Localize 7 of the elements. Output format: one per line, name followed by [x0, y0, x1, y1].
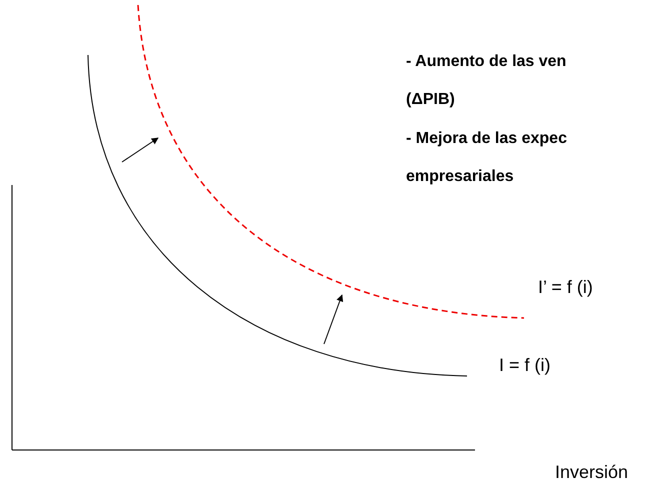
factor-text: (ΔPIB): [406, 92, 455, 108]
factor-text: - Mejora de las expec: [406, 131, 567, 147]
axis-label: Inversión: [555, 463, 628, 481]
factor-text: - Aumento de las ven: [406, 54, 566, 70]
curve-label: I = f (i): [499, 356, 551, 374]
factor-text: empresariales: [406, 169, 514, 185]
curve-label: I’ = f (i): [538, 278, 593, 296]
